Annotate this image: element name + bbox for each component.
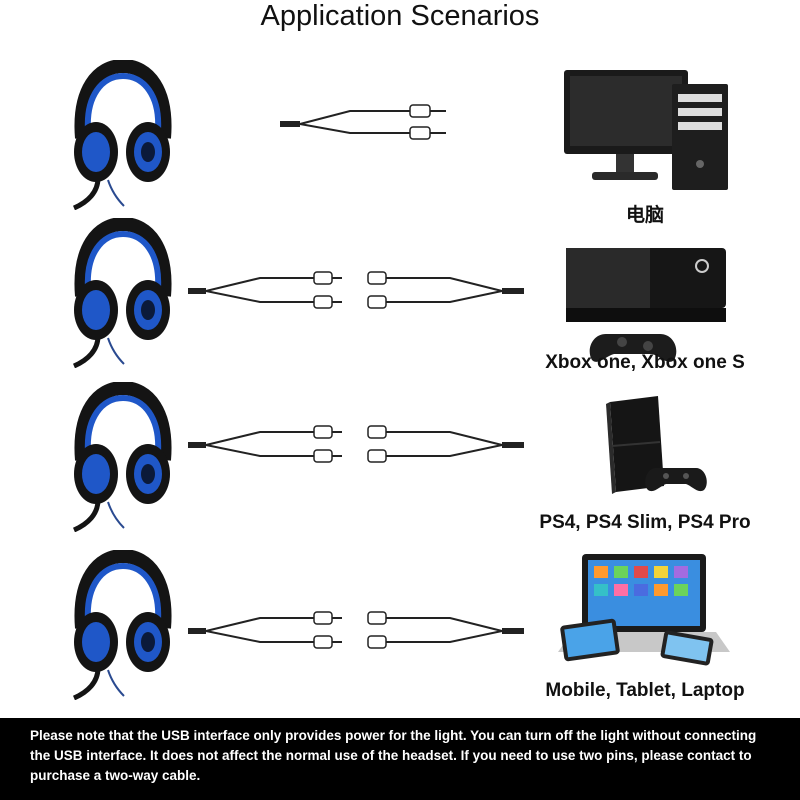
desktop-computer-icon [564, 70, 728, 190]
gaming-headset-icon [72, 382, 172, 532]
usb-notice-text: Please note that the USB interface only … [30, 728, 757, 783]
device-label-ps4: PS4, PS4 Slim, PS4 Pro [539, 512, 751, 533]
xbox-console-icon [566, 248, 726, 362]
adapter-cable-icon [188, 611, 524, 649]
gaming-headset-icon [72, 218, 172, 368]
gaming-headset-icon [72, 550, 172, 700]
page-title: Application Scenarios [260, 0, 540, 32]
device-label-computer: 电脑 [625, 205, 664, 226]
adapter-cable-icon [188, 271, 524, 309]
mobile-tablet-laptop-icon [558, 554, 730, 666]
scenario-row-xbox: Xbox one, Xbox one S [0, 218, 800, 388]
playstation-console-icon [606, 396, 707, 494]
adapter-cable-icon [188, 425, 524, 463]
device-label-mobile: Mobile, Tablet, Laptop [545, 680, 745, 701]
scenario-row-ps4: PS4, PS4 Slim, PS4 Pro [0, 382, 800, 552]
split-cable-icon [280, 104, 446, 140]
scenario-row-computer: 电脑 [0, 50, 800, 230]
usb-notice-banner: Please note that the USB interface only … [0, 718, 800, 800]
scenario-row-mobile: Mobile, Tablet, Laptop [0, 550, 800, 715]
device-label-xbox: Xbox one, Xbox one S [545, 352, 745, 373]
gaming-headset-icon [72, 60, 172, 210]
